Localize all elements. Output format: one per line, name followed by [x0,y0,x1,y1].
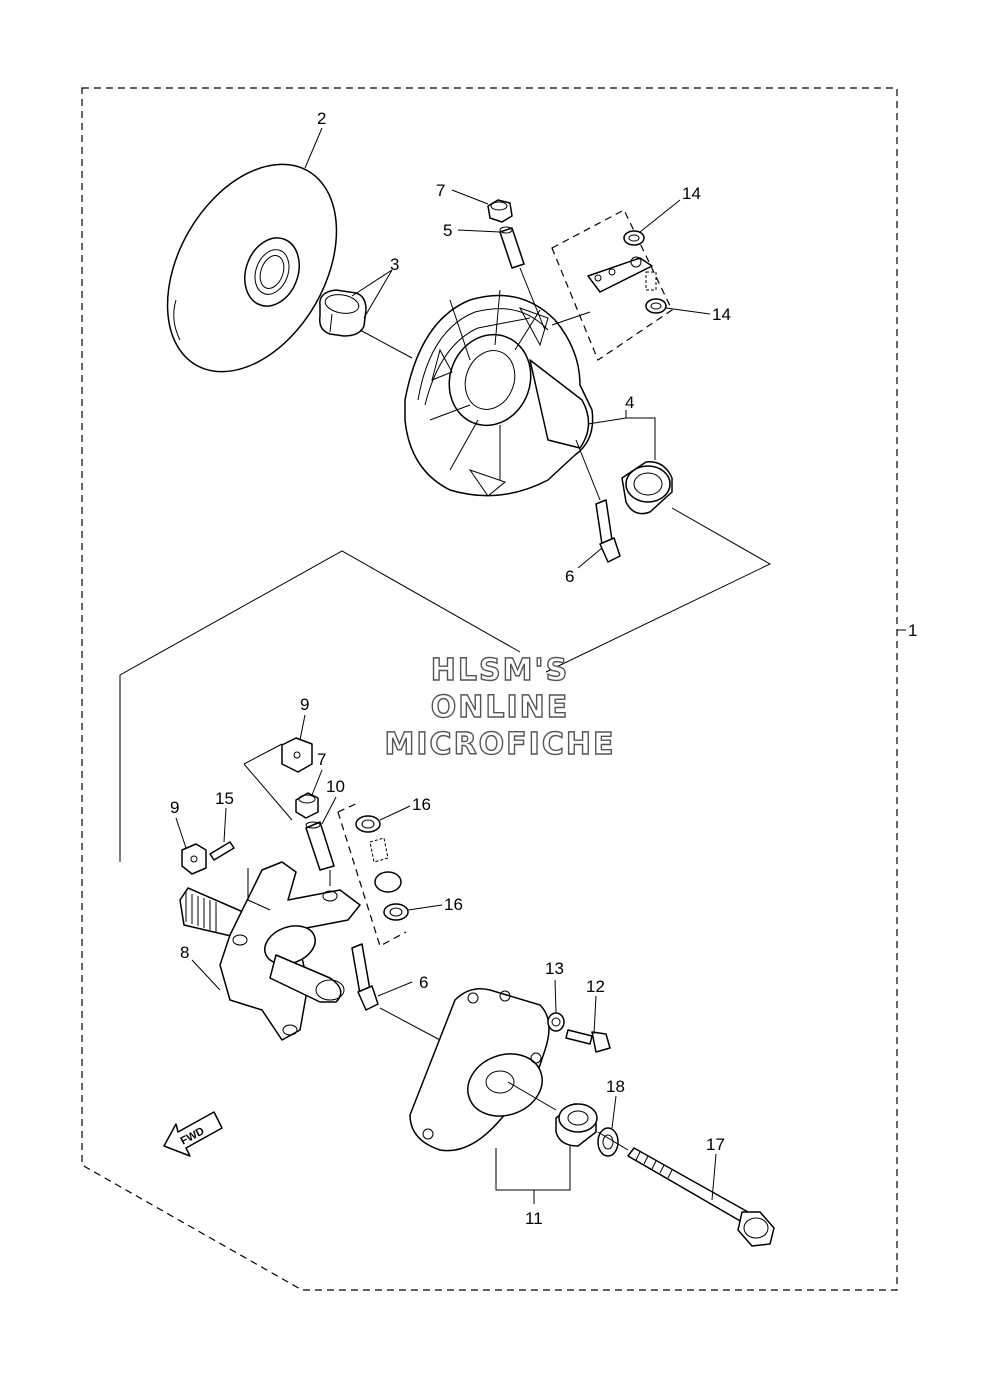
part-17-long-bolt [627,1147,775,1247]
leader-8 [191,959,221,991]
watermark-line3: MICROFICHE [385,727,616,762]
leader-3b [363,269,393,319]
callout-7-lower: 7 [317,750,326,769]
callout-18: 18 [606,1077,625,1096]
leader-2 [304,127,323,169]
part-14-sleeve [645,271,657,291]
callout-12: 12 [586,977,605,996]
part-6-bolt-upper [595,499,621,563]
part-9-weight-upper [281,737,313,773]
part-16-washer-lower [383,903,409,921]
leader-6b [377,981,413,997]
callout-6-lower: 6 [419,973,428,992]
callout-14-lower: 14 [712,305,731,324]
leader-7a [451,189,489,205]
part-4-bushing [621,461,673,515]
part-16-spacer [369,837,389,863]
leader-15 [223,807,227,843]
callout-17: 17 [706,1135,725,1154]
leader-13 [554,979,557,1013]
callout-16-upper: 16 [412,795,431,814]
leader-18 [611,1095,617,1129]
leader-16b [407,904,443,911]
leader-cover-shaft [379,1007,441,1041]
leader-17-axis [597,1131,629,1151]
leader-6a-axis [575,439,601,501]
subgroup-14-box [551,209,673,361]
part-6-bolt-lower [351,943,379,1011]
fwd-arrow-icon: FWD [163,1111,223,1157]
callout-6-upper: 6 [565,567,574,586]
part-16-roller [374,871,402,893]
part-8-spider-hub [179,861,361,1041]
assembly-link-right [545,507,772,673]
watermark: HLSM'S ONLINE MICROFICHE [384,652,616,762]
callout-10: 10 [326,777,345,796]
callout-5: 5 [443,221,452,240]
subgroup-9-box [243,743,293,911]
leader-14b [665,307,711,315]
callout-3: 3 [390,255,399,274]
leader-14-link [551,311,591,326]
callout-14-upper: 14 [682,184,701,203]
leader-5-body [519,267,546,331]
callout-11: 11 [525,1209,543,1228]
callout-15: 15 [215,789,234,808]
leader-17 [711,1153,717,1201]
leader-11-axis [507,1081,557,1111]
part-14-washer-lower [645,298,667,314]
callout-16-lower: 16 [444,895,463,914]
callout-9-upper: 9 [300,695,309,714]
part-14-arm-plate [587,256,653,293]
part-16-washer-upper [355,815,381,833]
leader-16a [379,805,411,821]
part-11-cover-plate [409,988,550,1152]
subgroup-16-box [337,801,407,947]
leader-5 [457,229,501,233]
leader-6a [577,547,603,569]
part-5-pin-top [499,226,525,269]
part-7-nut-top [487,199,513,223]
leader-11 [495,1146,571,1191]
part-2-sheave-disc [166,163,338,373]
assembly-link-lines [119,550,521,862]
part-9-weight-lower [181,843,207,875]
part-15-pin [209,841,235,861]
part-10-pin-lower [305,821,335,871]
callout-1: 1 [908,621,917,640]
leader-9b [175,817,187,849]
callout-7-upper: 7 [436,181,445,200]
watermark-line2: ONLINE [431,690,570,725]
part-3-collar [318,289,367,337]
leader-14a [639,199,681,233]
leader-9a [299,714,306,741]
part-13-washer [547,1012,565,1032]
part-7-nut-lower [295,792,319,819]
leader-3-shaft [359,329,413,359]
callout-8: 8 [180,943,189,962]
part-14-washer-upper [623,230,645,246]
primary-sheave-body [404,289,594,497]
leader-4 [587,417,656,460]
callout-4: 4 [625,393,634,412]
part-12-bolt [565,1029,611,1053]
callout-2: 2 [317,109,326,128]
leader-7b [311,769,323,796]
part-11-bushing [555,1103,598,1147]
watermark-line1: HLSM'S [431,653,569,688]
callout-13: 13 [545,959,564,978]
leader-3a [351,269,393,297]
callout-9-lower: 9 [170,798,179,817]
leader-12 [593,995,597,1035]
leader-10 [321,796,337,825]
